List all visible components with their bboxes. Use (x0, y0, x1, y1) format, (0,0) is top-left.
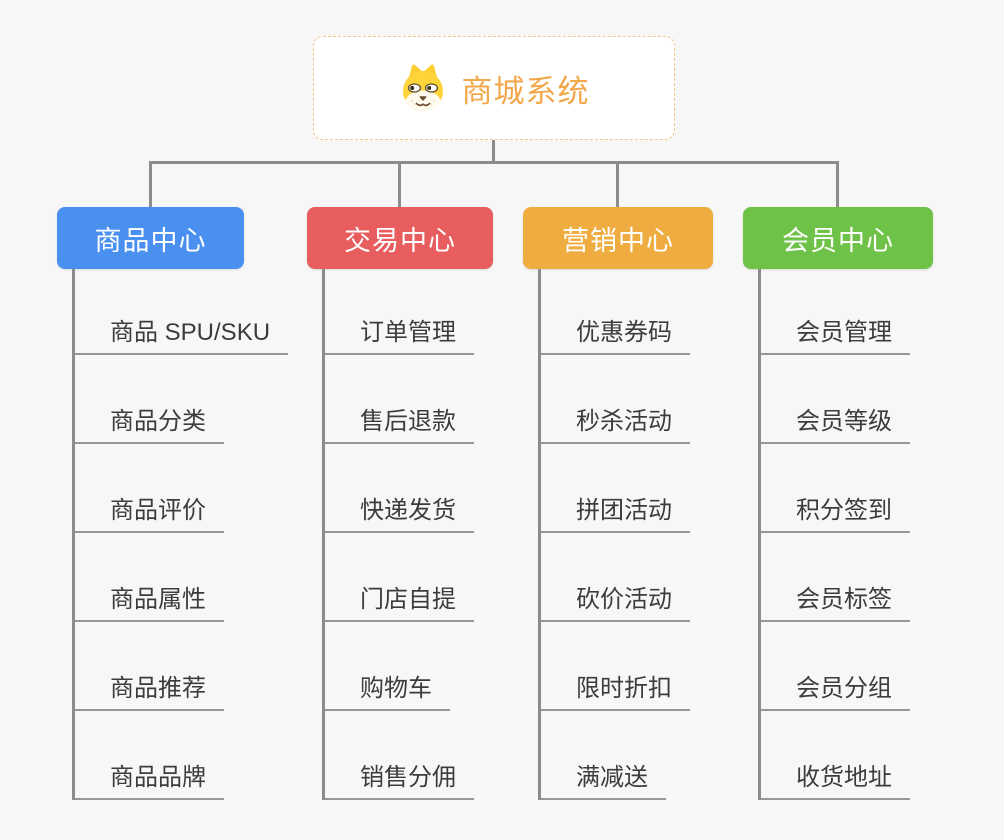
subtopic-label: 秒杀活动 (576, 408, 672, 435)
subtopic[interactable]: 门店自提 (325, 533, 474, 622)
subtopic[interactable]: 砍价活动 (541, 533, 690, 622)
branch-drop-connector (149, 161, 152, 208)
branch-topic-trade[interactable]: 交易中心 (307, 207, 493, 269)
subtopic[interactable]: 满减送 (541, 711, 666, 800)
subtopic-label: 砍价活动 (576, 586, 672, 613)
subtopic-label: 订单管理 (360, 319, 456, 346)
subtopic-label: 会员分组 (796, 675, 892, 702)
subtopic-label: 商品 SPU/SKU (110, 319, 271, 346)
subtopic-label: 满减送 (576, 764, 648, 791)
subtopic[interactable]: 快递发货 (325, 444, 474, 533)
subtopic[interactable]: 收货地址 (761, 711, 910, 800)
branch-children: 商品 SPU/SKU 商品分类 商品评价 商品属性 商品推荐 商品品牌 (72, 269, 289, 800)
subtopic-label: 售后退款 (360, 408, 456, 435)
subtopic-label: 快递发货 (360, 497, 456, 524)
branch-children: 会员管理 会员等级 积分签到 会员标签 会员分组 收货地址 (758, 269, 910, 800)
subtopic[interactable]: 积分签到 (761, 444, 910, 533)
subtopic-label: 会员管理 (796, 319, 892, 346)
subtopic-label: 优惠券码 (576, 319, 672, 346)
subtopic[interactable]: 商品 SPU/SKU (75, 269, 289, 355)
subtopic[interactable]: 商品属性 (75, 533, 224, 622)
subtopic-label: 会员标签 (796, 586, 892, 613)
branch-topic-label: 交易中心 (344, 225, 456, 256)
subtopic[interactable]: 会员等级 (761, 355, 910, 444)
subtopic[interactable]: 秒杀活动 (541, 355, 690, 444)
subtopic[interactable]: 订单管理 (325, 269, 474, 355)
subtopic-label: 收货地址 (796, 764, 892, 791)
subtopic[interactable]: 购物车 (325, 622, 450, 711)
subtopic[interactable]: 销售分佣 (325, 711, 474, 800)
subtopic-label: 商品品牌 (110, 764, 206, 791)
root-topic-label: 商城系统 (461, 73, 590, 109)
subtopic[interactable]: 限时折扣 (541, 622, 690, 711)
branch-column-member: 会员中心 会员管理 会员等级 积分签到 会员标签 会员分组 收货地址 (743, 207, 933, 800)
subtopic-label: 积分签到 (796, 497, 892, 524)
subtopic[interactable]: 会员分组 (761, 622, 910, 711)
branch-topic-label: 会员中心 (782, 225, 894, 256)
branch-topic-member[interactable]: 会员中心 (743, 207, 933, 269)
subtopic-label: 购物车 (360, 675, 432, 702)
subtopic[interactable]: 会员标签 (761, 533, 910, 622)
subtopic-label: 商品评价 (110, 497, 206, 524)
subtopic[interactable]: 售后退款 (325, 355, 474, 444)
branch-column-marketing: 营销中心 优惠券码 秒杀活动 拼团活动 砍价活动 限时折扣 满减送 (523, 207, 713, 800)
branch-drop-connector (836, 161, 839, 208)
branch-column-trade: 交易中心 订单管理 售后退款 快递发货 门店自提 购物车 销售分佣 (307, 207, 493, 800)
branches-connector-bar (149, 161, 839, 164)
subtopic[interactable]: 拼团活动 (541, 444, 690, 533)
subtopic-label: 限时折扣 (576, 675, 672, 702)
branch-column-product: 商品中心 商品 SPU/SKU 商品分类 商品评价 商品属性 商品推荐 商品品牌 (57, 207, 289, 800)
subtopic[interactable]: 商品品牌 (75, 711, 224, 800)
branch-topic-product[interactable]: 商品中心 (57, 207, 244, 269)
subtopic[interactable]: 商品评价 (75, 444, 224, 533)
dog-face-icon (399, 63, 447, 113)
root-stem-connector (492, 140, 495, 164)
subtopic-label: 商品分类 (110, 408, 206, 435)
subtopic[interactable]: 会员管理 (761, 269, 910, 355)
subtopic-label: 会员等级 (796, 408, 892, 435)
branch-topic-label: 商品中心 (94, 225, 207, 256)
subtopic-label: 销售分佣 (360, 764, 456, 791)
subtopic-label: 商品推荐 (110, 675, 206, 702)
subtopic-label: 拼团活动 (576, 497, 672, 524)
subtopic[interactable]: 商品分类 (75, 355, 224, 444)
branch-drop-connector (398, 161, 401, 208)
subtopic-label: 商品属性 (110, 586, 206, 613)
branch-children: 订单管理 售后退款 快递发货 门店自提 购物车 销售分佣 (322, 269, 474, 800)
subtopic-label: 门店自提 (360, 586, 456, 613)
branch-topic-marketing[interactable]: 营销中心 (523, 207, 713, 269)
root-topic[interactable]: 商城系统 (313, 36, 675, 140)
subtopic[interactable]: 优惠券码 (541, 269, 690, 355)
branch-children: 优惠券码 秒杀活动 拼团活动 砍价活动 限时折扣 满减送 (538, 269, 690, 800)
branch-topic-label: 营销中心 (562, 225, 674, 256)
subtopic[interactable]: 商品推荐 (75, 622, 224, 711)
branch-drop-connector (616, 161, 619, 208)
